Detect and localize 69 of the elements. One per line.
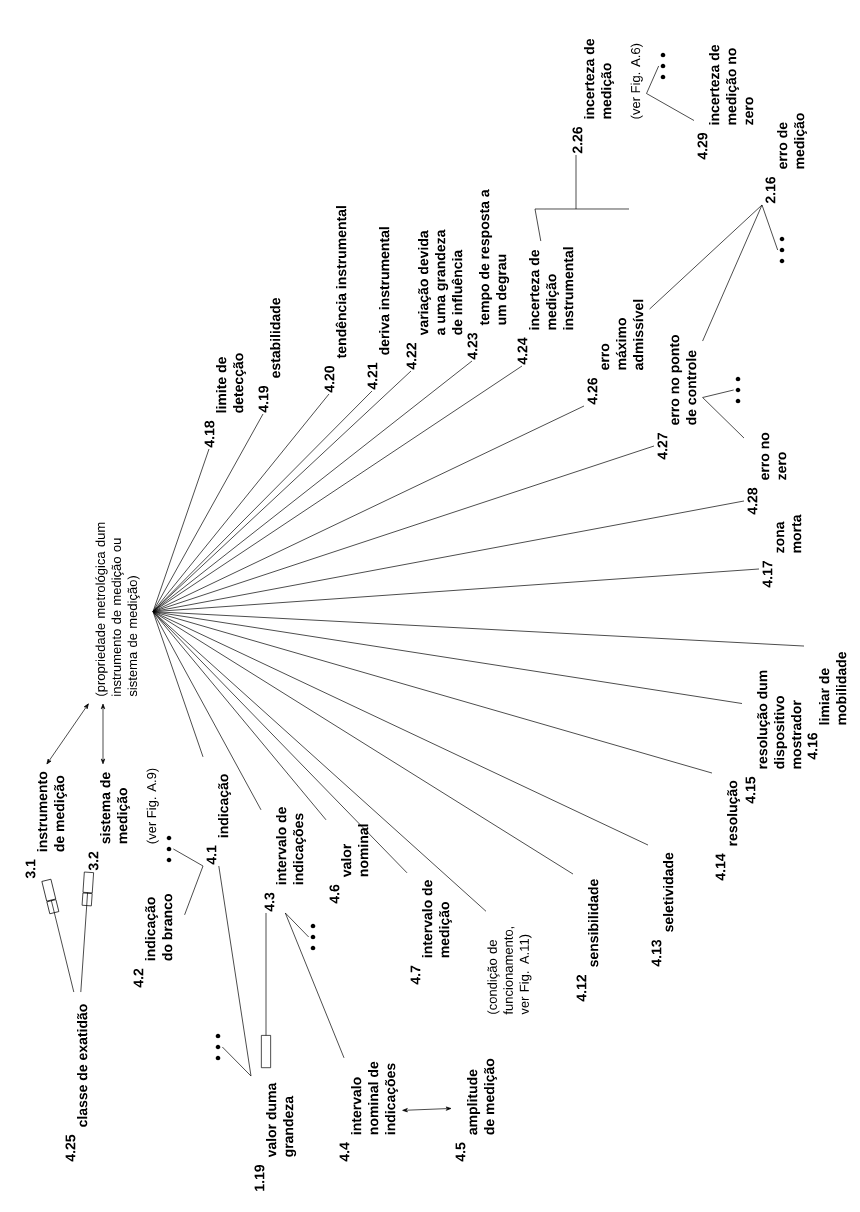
- concept-label: 4.6 valor nominal: [329, 824, 369, 904]
- concept-label: 4.21 deriva instrumental: [367, 227, 390, 390]
- ellipsis-dots: [215, 1033, 221, 1061]
- concept-label: 3.1 instrumento de medição: [25, 771, 68, 879]
- concept-label: 4.23 tempo de resposta a um degrau: [467, 189, 510, 360]
- partitive-connector: [41, 878, 75, 993]
- concept-label: 4.25 classe de exatidão: [65, 1004, 88, 1162]
- concept-label: 2.16 erro de medição: [765, 113, 808, 204]
- concept-label: 4.17 zona morta: [762, 514, 802, 588]
- concept-label: 4.28 erro no zero: [747, 432, 787, 515]
- connector-line: [152, 611, 574, 875]
- concept-label: 4.24 incerteza de medição instrumental: [517, 247, 574, 365]
- double-arrow: [402, 1106, 452, 1113]
- concept-label: 4.15 resolução dum dispositivo mostrador: [745, 670, 802, 804]
- concept-label: 4.16 limiar de mobilidade: [807, 651, 847, 760]
- concept-label: 1.19 valor duma grandeza: [254, 1082, 297, 1191]
- concept-label: 4.3 intervalo de indicações: [264, 807, 307, 912]
- double-arrow: [100, 703, 106, 765]
- connector-line: [152, 448, 210, 612]
- connector-line: [173, 848, 204, 867]
- concept-label: 4.7 intervalo de medição: [410, 880, 453, 985]
- ellipsis-dots: [166, 835, 172, 863]
- double-arrow: [46, 703, 89, 765]
- ellipsis-dots: [310, 923, 316, 951]
- connector-line: [646, 65, 659, 94]
- ellipsis-dots: [779, 236, 785, 264]
- connector-line: [702, 397, 745, 439]
- connector-line: [218, 865, 252, 1077]
- ellipsis-dots: [735, 376, 741, 404]
- concept-label: 4.26 erro máximo admissível: [587, 299, 644, 405]
- connector-line: [534, 154, 577, 242]
- concept-label: 4.20 tendência instrumental: [324, 206, 347, 393]
- note-text: (propriedade metrológica dum instrumento de medição ou sistema de medição): [95, 522, 140, 697]
- concept-label: 4.14 resolução: [715, 780, 741, 881]
- connector-line: [702, 389, 734, 398]
- connector-line: [152, 611, 408, 874]
- connector-line: [646, 93, 695, 121]
- partitive-connector: [80, 871, 94, 993]
- concept-label: 4.2 indicação do branco: [133, 894, 173, 988]
- ellipsis-dots: [660, 52, 666, 80]
- connector-line: [152, 611, 327, 821]
- concept-label: 4.12 sensibilidade: [576, 879, 599, 1002]
- partitive-connector: [261, 912, 271, 1069]
- connector-line: [152, 413, 264, 612]
- concept-label: 4.5 amplitude de medição: [455, 1058, 498, 1162]
- connector-line: [284, 912, 345, 1059]
- concept-label: 4.18 limite de detecção: [204, 353, 247, 448]
- concept-label: 3.2 sistema de medição (ver Fig. A.9): [88, 768, 159, 871]
- connector-line: [284, 912, 309, 938]
- concept-label: 4.4 intervalo nominal de indicações: [339, 1061, 399, 1162]
- concept-label: 4.22 variação devida a uma grandeza de influência: [406, 229, 463, 370]
- connector-line: [222, 1046, 252, 1077]
- note-text: (condição de funcionamento, ver Fig. A.11): [487, 926, 532, 1015]
- concept-label: 4.29 incerteza de medição no zero: [697, 44, 754, 160]
- concept-label: 4.19 estabilidade: [258, 297, 281, 413]
- concept-label: 4.1 indicação: [206, 774, 232, 865]
- connector-line: [152, 445, 655, 612]
- connector-line: [152, 611, 743, 704]
- connector-line: [152, 611, 713, 774]
- concept-label: 2.26 incerteza de medição (ver Fig. A.6): [572, 38, 643, 154]
- connector-line: [761, 204, 778, 251]
- connector-line: [152, 370, 412, 612]
- connector-line: [152, 611, 204, 758]
- connector-line: [702, 204, 763, 342]
- connector-line: [649, 204, 763, 310]
- concept-label: 4.13 seletividade: [651, 852, 674, 967]
- connector-line: [152, 611, 262, 811]
- connector-line: [184, 865, 204, 916]
- concept-label: 4.27 erro no ponto de controle: [657, 334, 697, 460]
